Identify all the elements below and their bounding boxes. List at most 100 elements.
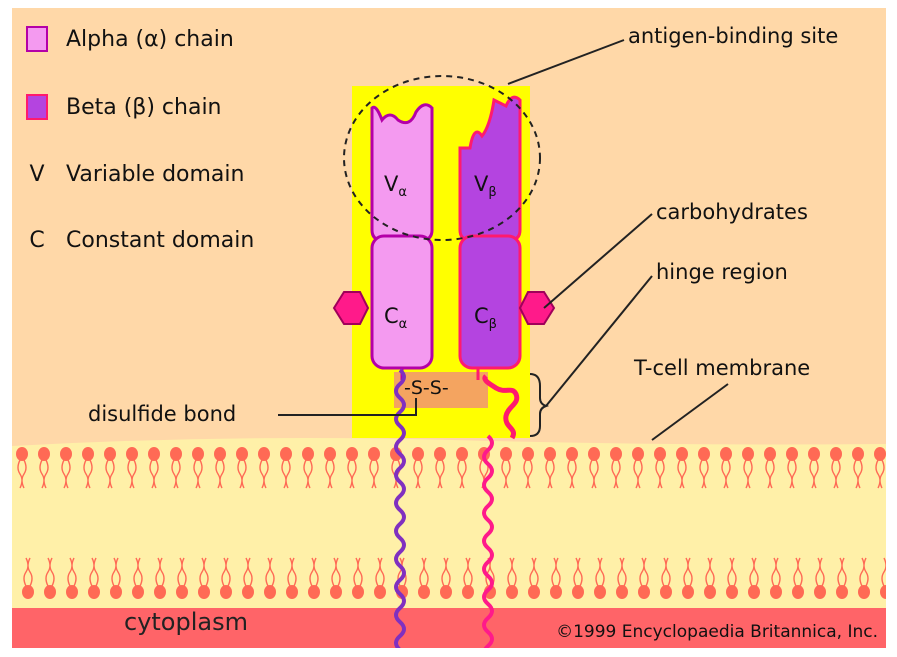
lipid-head <box>242 585 254 599</box>
v-alpha-label: Vα <box>384 172 407 200</box>
c-alpha-domain <box>372 236 432 368</box>
v-letter: V <box>26 162 48 187</box>
lipid-head <box>220 585 232 599</box>
lipid-head <box>154 585 166 599</box>
lipid-head <box>522 447 534 461</box>
disulfide-bond-label: disulfide bond <box>88 402 236 426</box>
lipid-head <box>814 585 826 599</box>
lipid-head <box>610 447 622 461</box>
lipid-head <box>506 585 518 599</box>
lipid-head <box>544 447 556 461</box>
copyright-text: ©1999 Encyclopaedia Britannica, Inc. <box>556 622 878 642</box>
lipid-head <box>374 585 386 599</box>
lipid-head <box>44 585 56 599</box>
c-letter: C <box>26 228 48 253</box>
lipid-head <box>660 585 672 599</box>
lipid-head <box>830 447 842 461</box>
alpha-swatch <box>26 26 48 52</box>
carbohydrate-right <box>520 292 554 324</box>
lipid-head <box>462 585 474 599</box>
lipid-head <box>418 585 430 599</box>
c-beta-label: Cβ <box>474 304 497 332</box>
lipid-head <box>258 447 270 461</box>
lipid-head <box>594 585 606 599</box>
lipid-head <box>764 447 776 461</box>
lipid-head <box>682 585 694 599</box>
lipid-head <box>456 447 468 461</box>
variable-domain-label: Variable domain <box>66 162 244 187</box>
legend-beta: Beta (β) chain <box>26 94 222 120</box>
lipid-head <box>726 585 738 599</box>
lipid-head <box>198 585 210 599</box>
lipid-head <box>566 447 578 461</box>
lipid-head <box>66 585 78 599</box>
lipid-head <box>148 447 160 461</box>
lipid-head <box>286 585 298 599</box>
lipid-head <box>836 585 848 599</box>
lipid-head <box>170 447 182 461</box>
v-beta-label: Vβ <box>474 172 497 200</box>
lipid-head <box>264 585 276 599</box>
t-cell-membrane-label: T-cell membrane <box>634 356 810 380</box>
lipid-head <box>792 585 804 599</box>
leader-membrane <box>652 384 728 440</box>
lipid-head <box>88 585 100 599</box>
lipid-head <box>104 447 116 461</box>
c-alpha-label: Cα <box>384 304 407 332</box>
lipid-head <box>434 447 446 461</box>
lipid-head <box>632 447 644 461</box>
lipid-head <box>352 585 364 599</box>
lipid-head <box>302 447 314 461</box>
leader-antigen <box>508 40 624 84</box>
leader-hinge <box>546 276 652 406</box>
lipid-head <box>280 447 292 461</box>
cytoplasm-label: cytoplasm <box>124 608 248 636</box>
lipid-head <box>126 447 138 461</box>
beta-swatch <box>26 94 48 120</box>
lipid-head <box>572 585 584 599</box>
lipid-head <box>748 585 760 599</box>
beta-chain-label: Beta (β) chain <box>66 95 222 120</box>
carbohydrate-left <box>334 292 368 324</box>
lipid-head <box>110 585 122 599</box>
lipid-head <box>720 447 732 461</box>
lipid-head <box>550 585 562 599</box>
alpha-chain-label: Alpha (α) chain <box>66 27 234 52</box>
legend-variable: V Variable domain <box>26 162 244 187</box>
diagram-frame: Alpha (α) chain Beta (β) chain V Variabl… <box>12 8 886 648</box>
lipid-head <box>330 585 342 599</box>
lipid-head <box>176 585 188 599</box>
lipid-head <box>214 447 226 461</box>
lipid-head <box>638 585 650 599</box>
lipid-head <box>440 585 452 599</box>
legend-alpha: Alpha (α) chain <box>26 26 234 52</box>
legend-constant: C Constant domain <box>26 228 254 253</box>
lipid-head <box>192 447 204 461</box>
lipid-head <box>82 447 94 461</box>
lipid-head <box>22 585 34 599</box>
c-beta-domain <box>460 236 520 368</box>
hinge-region-label: hinge region <box>656 260 788 284</box>
lipid-head <box>500 447 512 461</box>
lipid-head <box>770 585 782 599</box>
hinge-brace <box>530 374 546 436</box>
lipid-head <box>654 447 666 461</box>
lipid-head <box>346 447 358 461</box>
lipid-head <box>308 585 320 599</box>
lipid-head <box>588 447 600 461</box>
lipid-head <box>38 447 50 461</box>
lipid-head <box>132 585 144 599</box>
lipid-head <box>704 585 716 599</box>
lipid-head <box>742 447 754 461</box>
lipid-head <box>324 447 336 461</box>
lipid-head <box>676 447 688 461</box>
lipid-head <box>858 585 870 599</box>
lipid-head <box>236 447 248 461</box>
lipid-head <box>616 585 628 599</box>
lipid-head <box>368 447 380 461</box>
antigen-binding-site-label: antigen-binding site <box>628 24 838 48</box>
lipid-head <box>412 447 424 461</box>
lipid-head <box>528 585 540 599</box>
lipid-head <box>852 447 864 461</box>
lipid-head <box>808 447 820 461</box>
